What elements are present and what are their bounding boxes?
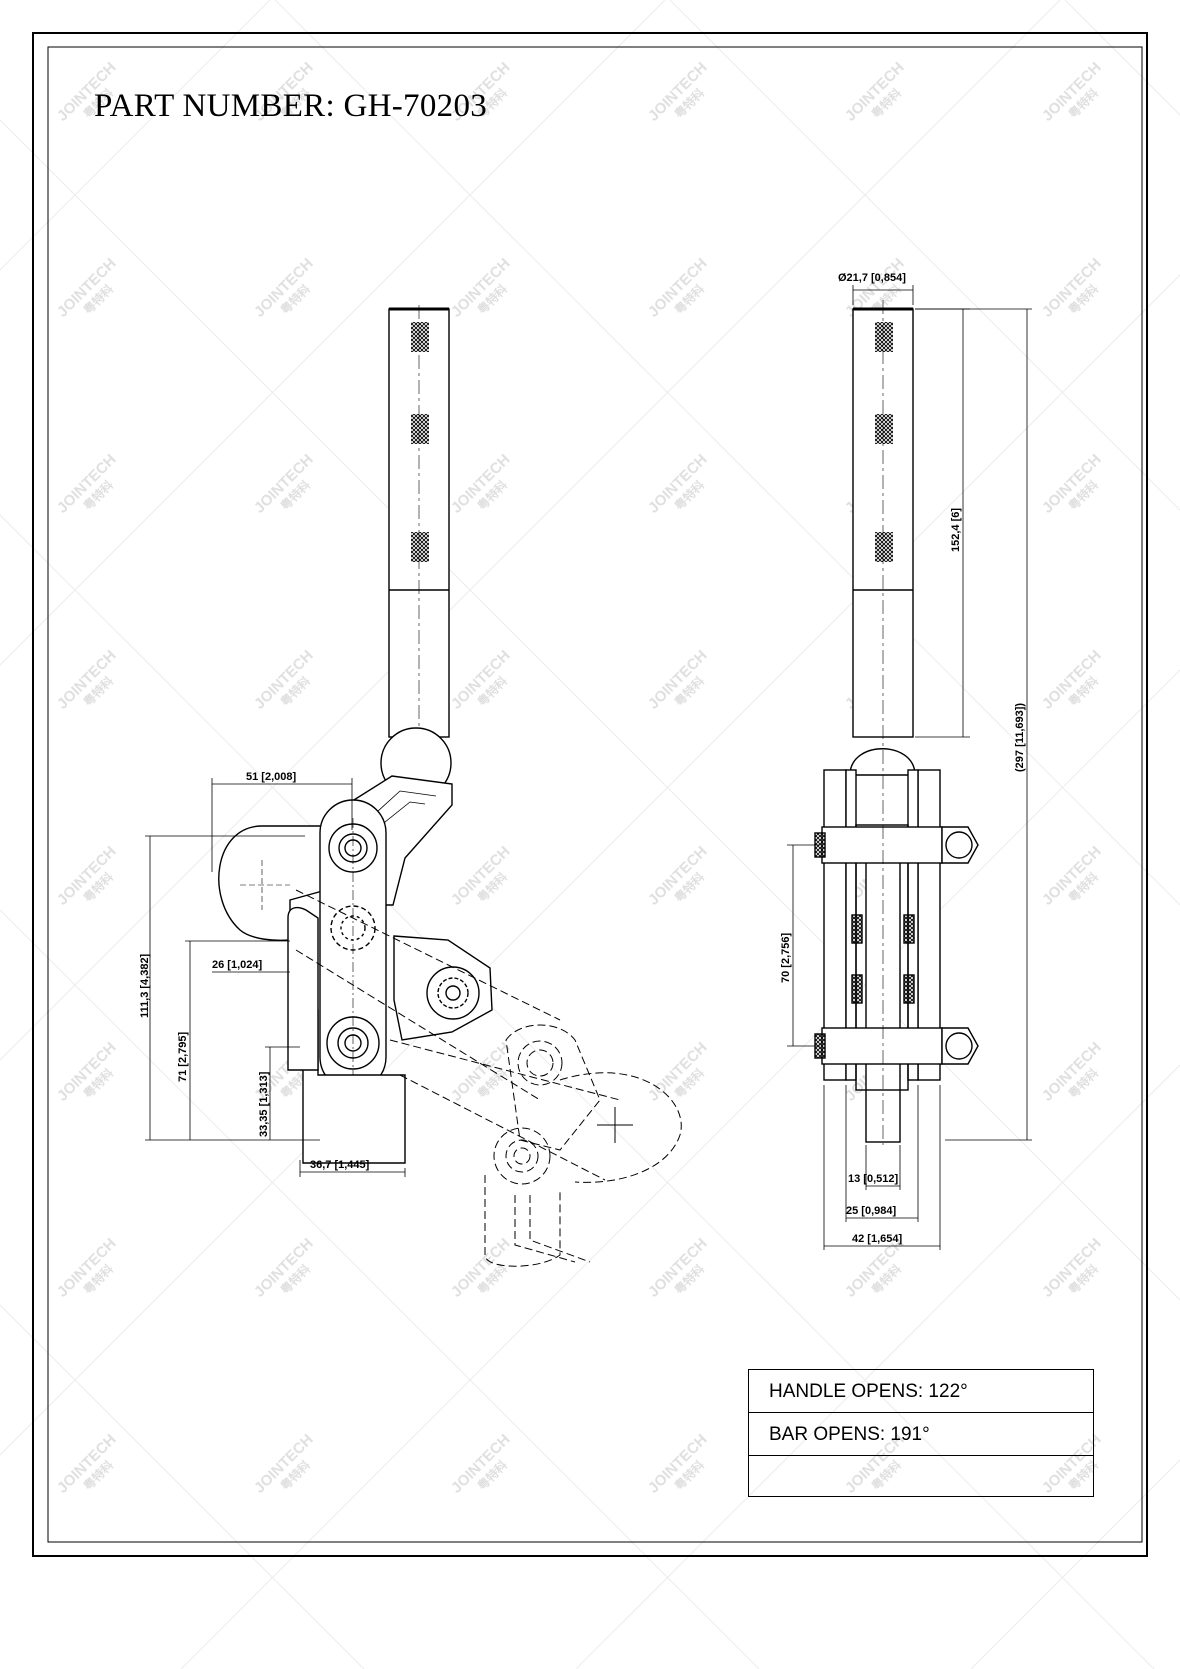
blank-row (749, 1456, 1093, 1499)
part-number-title: PART NUMBER: GH-70203 (94, 88, 488, 124)
dim-side-offset-26: 26 [1,024] (212, 959, 262, 971)
bar-opens-row: BAR OPENS: 191° (749, 1413, 1093, 1456)
dim-front-diameter: Ø21,7 [0,854] (838, 272, 906, 284)
inner-border (47, 46, 1143, 1543)
knurl-patch (411, 532, 429, 562)
dim-front-bolt-70: 70 [2,756] (780, 933, 792, 983)
open-position-phantom (295, 889, 682, 1267)
dim-front-bar-13: 13 [0,512] (848, 1173, 898, 1185)
dim-side-height-71: 71 [2,795] (177, 1032, 189, 1082)
dim-front-grip-152: 152,4 [6] (950, 508, 962, 552)
dim-front-width-42: 42 [1,654] (852, 1233, 902, 1245)
knurl-patch (411, 322, 429, 352)
bolt (821, 1027, 943, 1065)
dim-side-height-111: 111,3 [4,382] (139, 953, 151, 1018)
dim-side-base-36: 36,7 [1,445] (310, 1159, 370, 1171)
dim-side-width-51: 51 [2,008] (246, 771, 296, 783)
dim-front-width-25: 25 [0,984] (846, 1205, 896, 1217)
knurl-patch (411, 414, 429, 444)
pivot-pin (426, 966, 480, 1020)
dim-side-height-33: 33,35 [1,313] (258, 1071, 270, 1137)
side-view-dimensions (145, 778, 406, 1177)
outer-border (32, 32, 1148, 1557)
handle-opens-row: HANDLE OPENS: 122° (749, 1370, 1093, 1413)
front-view (814, 300, 979, 1145)
specs-table: HANDLE OPENS: 122° BAR OPENS: 191° (748, 1369, 1094, 1497)
dim-front-total-297: (297 [11,693]) (1014, 703, 1026, 772)
front-view-dimensions (787, 285, 1032, 1250)
handle-grip-front (852, 308, 914, 738)
side-view (218, 305, 493, 1164)
bolt (821, 826, 943, 864)
